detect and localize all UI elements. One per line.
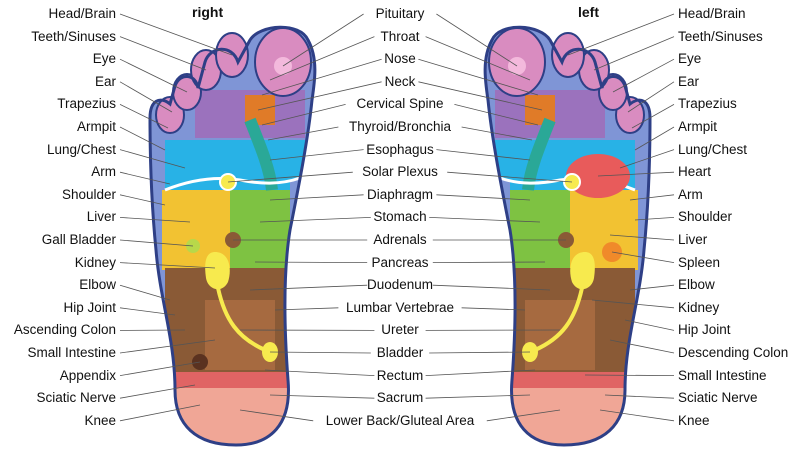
right-label-trapezius: Trapezius bbox=[57, 96, 116, 112]
right-label-small-intestine: Small Intestine bbox=[27, 345, 116, 361]
left-label-head-brain: Head/Brain bbox=[678, 6, 746, 22]
left-label-armpit: Armpit bbox=[678, 119, 717, 135]
left-label-descending-colon: Descending Colon bbox=[678, 345, 788, 361]
left-label-lung-chest: Lung/Chest bbox=[678, 142, 747, 158]
center-label-throat: Throat bbox=[310, 29, 490, 45]
center-label-lumbar-vertebrae: Lumbar Vertebrae bbox=[310, 300, 490, 316]
right-foot-title: right bbox=[192, 4, 223, 20]
center-label-sacrum: Sacrum bbox=[310, 390, 490, 406]
left-label-shoulder: Shoulder bbox=[678, 209, 732, 225]
center-label-lower-back-gluteal-area: Lower Back/Gluteal Area bbox=[310, 413, 490, 429]
right-label-liver: Liver bbox=[87, 209, 116, 225]
right-foot bbox=[140, 20, 330, 449]
center-label-stomach: Stomach bbox=[310, 209, 490, 225]
leader-line bbox=[120, 37, 206, 70]
leader-line bbox=[120, 14, 232, 55]
right-label-ear: Ear bbox=[95, 74, 116, 90]
left-label-trapezius: Trapezius bbox=[678, 96, 737, 112]
right-label-gall-bladder: Gall Bladder bbox=[42, 232, 116, 248]
left-label-liver: Liver bbox=[678, 232, 707, 248]
center-label-pituitary: Pituitary bbox=[310, 6, 490, 22]
left-label-eye: Eye bbox=[678, 51, 701, 67]
leader-line bbox=[568, 14, 674, 55]
center-label-neck: Neck bbox=[310, 74, 490, 90]
right-kidney bbox=[205, 252, 230, 289]
right-label-ascending-colon: Ascending Colon bbox=[14, 322, 116, 338]
center-label-cervical-spine: Cervical Spine bbox=[310, 96, 490, 112]
right-label-knee: Knee bbox=[84, 413, 116, 429]
right-label-arm: Arm bbox=[91, 164, 116, 180]
left-label-teeth-sinuses: Teeth/Sinuses bbox=[678, 29, 763, 45]
left-label-ear: Ear bbox=[678, 74, 699, 90]
center-label-esophagus: Esophagus bbox=[310, 142, 490, 158]
right-label-hip-joint: Hip Joint bbox=[63, 300, 116, 316]
left-label-elbow: Elbow bbox=[678, 277, 715, 293]
leader-line bbox=[613, 59, 674, 92]
center-label-diaphragm: Diaphragm bbox=[310, 187, 490, 203]
right-label-sciatic-nerve: Sciatic Nerve bbox=[36, 390, 116, 406]
center-label-duodenum: Duodenum bbox=[310, 277, 490, 293]
left-foot bbox=[470, 20, 660, 449]
center-label-ureter: Ureter bbox=[310, 322, 490, 338]
center-label-adrenals: Adrenals bbox=[310, 232, 490, 248]
right-label-lung-chest: Lung/Chest bbox=[47, 142, 116, 158]
right-label-elbow: Elbow bbox=[79, 277, 116, 293]
left-label-spleen: Spleen bbox=[678, 255, 720, 271]
leader-line bbox=[628, 82, 674, 112]
center-label-pancreas: Pancreas bbox=[310, 255, 490, 271]
right-label-head-brain: Head/Brain bbox=[48, 6, 116, 22]
left-label-knee: Knee bbox=[678, 413, 710, 429]
center-label-solar-plexus: Solar Plexus bbox=[310, 164, 490, 180]
right-label-armpit: Armpit bbox=[77, 119, 116, 135]
left-label-small-intestine: Small Intestine bbox=[678, 368, 767, 384]
left-label-arm: Arm bbox=[678, 187, 703, 203]
leader-line bbox=[594, 37, 674, 70]
center-label-nose: Nose bbox=[310, 51, 490, 67]
left-label-sciatic-nerve: Sciatic Nerve bbox=[678, 390, 758, 406]
center-label-thyroid-bronchia: Thyroid/Bronchia bbox=[310, 119, 490, 135]
left-foot-title: left bbox=[578, 4, 599, 20]
center-label-bladder: Bladder bbox=[310, 345, 490, 361]
leader-line bbox=[120, 59, 187, 92]
center-label-rectum: Rectum bbox=[310, 368, 490, 384]
right-label-eye: Eye bbox=[93, 51, 116, 67]
right-label-kidney: Kidney bbox=[75, 255, 116, 271]
left-kidney bbox=[570, 252, 595, 289]
right-label-teeth-sinuses: Teeth/Sinuses bbox=[31, 29, 116, 45]
right-label-appendix: Appendix bbox=[60, 368, 116, 384]
leader-line bbox=[120, 82, 172, 112]
left-label-hip-joint: Hip Joint bbox=[678, 322, 731, 338]
left-label-heart: Heart bbox=[678, 164, 711, 180]
left-label-kidney: Kidney bbox=[678, 300, 719, 316]
right-label-shoulder: Shoulder bbox=[62, 187, 116, 203]
